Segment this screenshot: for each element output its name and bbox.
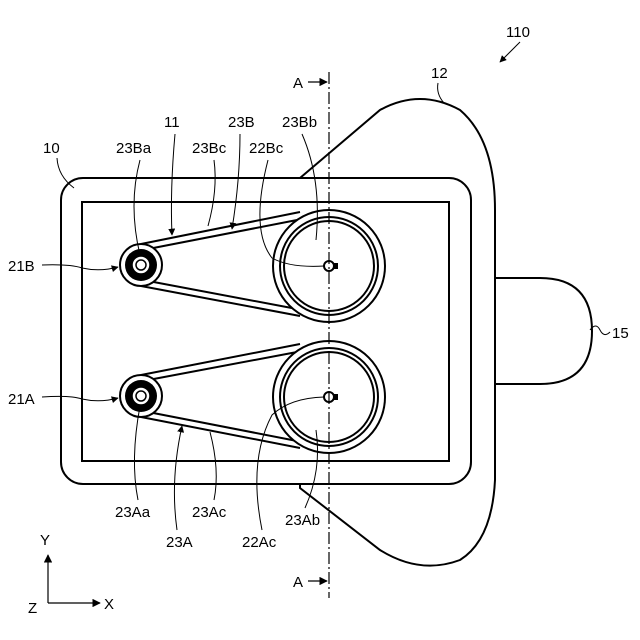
motor-b-pulley [120,244,162,286]
label-pulley-b-large: 23Bb [282,114,317,131]
axis-z-label: Z [28,600,37,617]
axis-indicator: Y X Z [28,532,114,617]
section-label-bottom: A [293,574,303,591]
motor-a-pulley [120,375,162,417]
label-pulley-b-small: 23Ba [116,140,152,157]
label-knob: 15 [612,325,629,342]
knob-outline [495,278,592,384]
axis-x-label: X [104,596,114,613]
label-belt-a: 23A [166,534,193,551]
label-pulley-a-large: 23Ab [285,512,320,529]
label-belt-a-section: 23Ac [192,504,227,521]
label-shaft-a: 22Ac [242,534,277,551]
label-motor-a: 21A [8,391,35,408]
section-label-top: A [293,75,303,92]
label-cover: 12 [431,65,448,82]
axis-y-label: Y [40,532,50,549]
figure-number: 110 [506,24,530,41]
housing-outer [61,178,471,484]
label-belt-b: 23B [228,114,255,131]
label-shaft-b: 22Bc [249,140,284,157]
label-motor-b: 21B [8,258,35,275]
label-belt-b-section: 23Bc [192,140,227,157]
label-pulley-a-small: 23Aa [115,504,151,521]
label-belt-drive: 11 [164,114,180,131]
pulley-b-large [273,210,385,322]
label-housing: 10 [43,140,60,157]
